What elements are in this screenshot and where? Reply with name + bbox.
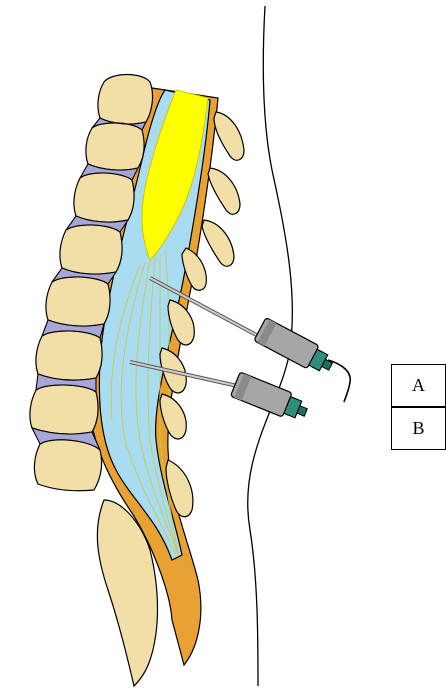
vertebra-6 [36,331,102,380]
vertebra-1 [98,75,153,125]
vertebra-7 [30,385,98,434]
vertebra-8 [34,440,101,491]
vertebra-2 [86,123,144,170]
vertebra-3 [74,173,134,222]
vertebra-4 [60,225,122,274]
label-a: A [391,364,446,407]
vertebra-5 [46,277,110,326]
label-b: B [391,407,446,450]
